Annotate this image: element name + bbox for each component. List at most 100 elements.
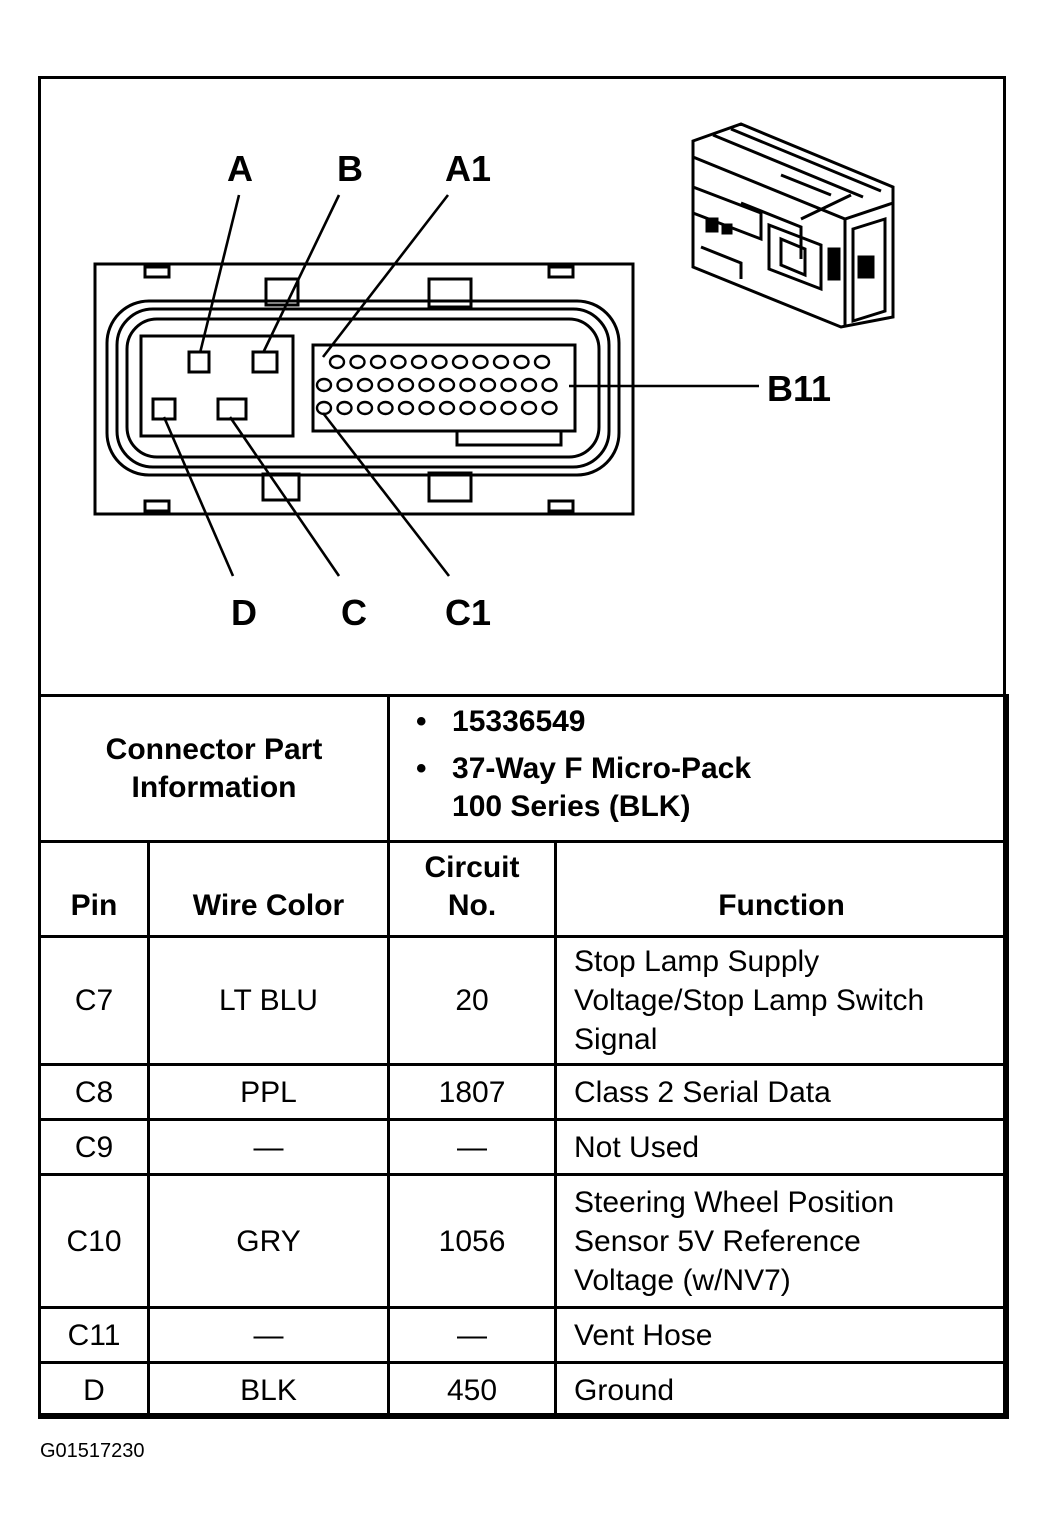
col-header-circuit: Circuit No. <box>387 840 558 938</box>
part-description-line1: 37-Way F Micro-Pack <box>452 752 752 785</box>
cavity-c <box>216 397 248 421</box>
terminal-block-key <box>455 431 563 447</box>
latch-tab <box>547 265 575 279</box>
terminal-cavity <box>500 400 517 416</box>
function-cell: Class 2 Serial Data <box>554 1063 1010 1121</box>
terminal-cavity <box>492 354 510 370</box>
terminal-cavity <box>541 400 558 416</box>
callout-d: D <box>231 592 257 633</box>
pin-cell: C9 <box>38 1118 150 1176</box>
leader-a <box>198 194 241 354</box>
bottom-lock <box>427 471 473 503</box>
function-line: Steering Wheel Position <box>574 1185 895 1219</box>
cavity-d <box>151 397 177 421</box>
wire-color-cell: GRY <box>146 1173 391 1309</box>
top-lock <box>427 277 473 309</box>
wire-color-cell: — <box>146 1306 391 1364</box>
cavity-b <box>251 350 279 374</box>
leader-a1 <box>321 194 450 358</box>
terminal-cavity <box>369 354 387 370</box>
callout-c1: C1 <box>445 592 492 633</box>
seal-ring-outer <box>105 299 621 477</box>
col-header-circuit-line1: Circuit <box>424 851 520 884</box>
terminal-cavity <box>356 377 374 393</box>
part-number: 15336549 <box>452 705 586 738</box>
large-cavity-block <box>139 334 295 438</box>
connector-outer-shell <box>93 262 635 516</box>
function-cell: Not Used <box>554 1118 1010 1176</box>
wire-color-cell: PPL <box>146 1063 391 1121</box>
terminal-cavity <box>459 400 476 416</box>
small-terminal-block <box>311 343 577 433</box>
part-number-item: •15336549 <box>416 703 1006 741</box>
bottom-lock <box>261 472 301 502</box>
part-info-label-line1: Connector Part <box>105 732 323 766</box>
bullet: • <box>416 752 427 785</box>
function-line: Signal <box>574 1023 658 1056</box>
latch-tab <box>143 499 171 513</box>
terminal-cavity <box>349 354 366 370</box>
col-header-wire-color: Wire Color <box>146 840 391 938</box>
function-line: Voltage (w/NV7) <box>574 1263 791 1297</box>
connector-drawing <box>93 122 895 577</box>
terminal-cavity <box>438 377 456 393</box>
function-line: Vent Hose <box>574 1318 713 1352</box>
circuit-cell: 450 <box>387 1361 558 1419</box>
terminal-cavity <box>397 377 415 393</box>
terminal-cavities <box>315 354 558 416</box>
function-line: Class 2 Serial Data <box>574 1075 831 1109</box>
terminal-cavity <box>377 400 394 416</box>
pin-cell: D <box>38 1361 150 1419</box>
circuit-cell: 1056 <box>387 1173 558 1309</box>
terminal-cavity <box>410 354 428 370</box>
function-line: Stop Lamp Supply <box>574 945 820 978</box>
function-cell: Ground <box>554 1361 1010 1419</box>
terminal-cavity <box>418 377 435 393</box>
terminal-cavity <box>438 400 456 416</box>
terminal-cavity <box>500 377 517 393</box>
terminal-cavity <box>356 400 374 416</box>
circuit-cell: — <box>387 1118 558 1176</box>
wire-color-cell: LT BLU <box>146 935 391 1066</box>
function-line: Ground <box>574 1373 675 1407</box>
terminal-cavity <box>479 377 497 393</box>
leader-c <box>228 416 341 577</box>
cavity-a <box>187 350 211 374</box>
function-line: Voltage/Stop Lamp Switch <box>574 984 925 1017</box>
function-cell: Vent Hose <box>554 1306 1010 1364</box>
connector-diagram: A B A1 B11 D C C1 <box>41 79 1003 697</box>
terminal-cavity <box>315 400 333 416</box>
terminal-cavity <box>336 400 353 416</box>
terminal-cavity <box>451 354 469 370</box>
col-header-function: Function <box>554 840 1010 938</box>
terminal-cavity <box>459 377 476 393</box>
terminal-cavity <box>533 354 551 370</box>
latch-tab <box>547 499 575 513</box>
col-header-pin: Pin <box>38 840 150 938</box>
function-line: Not Used <box>574 1130 700 1164</box>
pin-cell: C8 <box>38 1063 150 1121</box>
top-lock <box>264 277 300 307</box>
terminal-cavity <box>390 354 407 370</box>
terminal-cavity <box>431 354 448 370</box>
figure-code: G01517230 <box>40 1440 145 1462</box>
callout-a: A <box>227 148 253 189</box>
terminal-cavity <box>520 400 538 416</box>
terminal-cavity <box>418 400 435 416</box>
diagram-frame: A B A1 B11 D C C1 Connector Part Informa… <box>37 76 1010 1419</box>
terminal-cavity <box>328 354 346 370</box>
part-info-label-line2: Information <box>131 770 297 804</box>
seal-ring-inner <box>125 317 601 459</box>
table-row: C9——Not Used <box>38 1118 1010 1176</box>
terminal-cavity <box>513 354 530 370</box>
part-info-row: Connector Part Information •15336549 • 37… <box>37 694 1010 843</box>
circuit-cell: 20 <box>387 935 558 1066</box>
latch-tab <box>143 265 171 279</box>
